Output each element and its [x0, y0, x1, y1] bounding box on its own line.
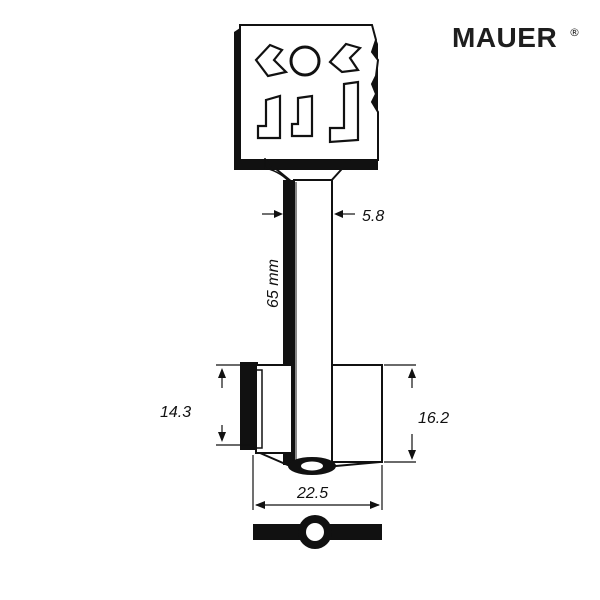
right-bit — [331, 364, 383, 463]
dimension-lines — [216, 210, 416, 510]
left-bit — [255, 364, 293, 454]
shank-width-label: 5.8 — [362, 208, 384, 225]
cross-section — [253, 515, 382, 549]
shank-length-label: 65 mm — [265, 259, 282, 308]
bit-span-label: 22.5 — [296, 485, 328, 502]
key-head — [234, 24, 380, 186]
registered-mark: ® — [569, 26, 580, 39]
left-bit-height-label: 14.3 — [160, 404, 191, 421]
ring-hole — [289, 45, 321, 77]
brand-logo: MAUER — [452, 22, 558, 53]
right-bit-height-label: 16.2 — [418, 410, 449, 427]
key-bits — [240, 362, 383, 475]
